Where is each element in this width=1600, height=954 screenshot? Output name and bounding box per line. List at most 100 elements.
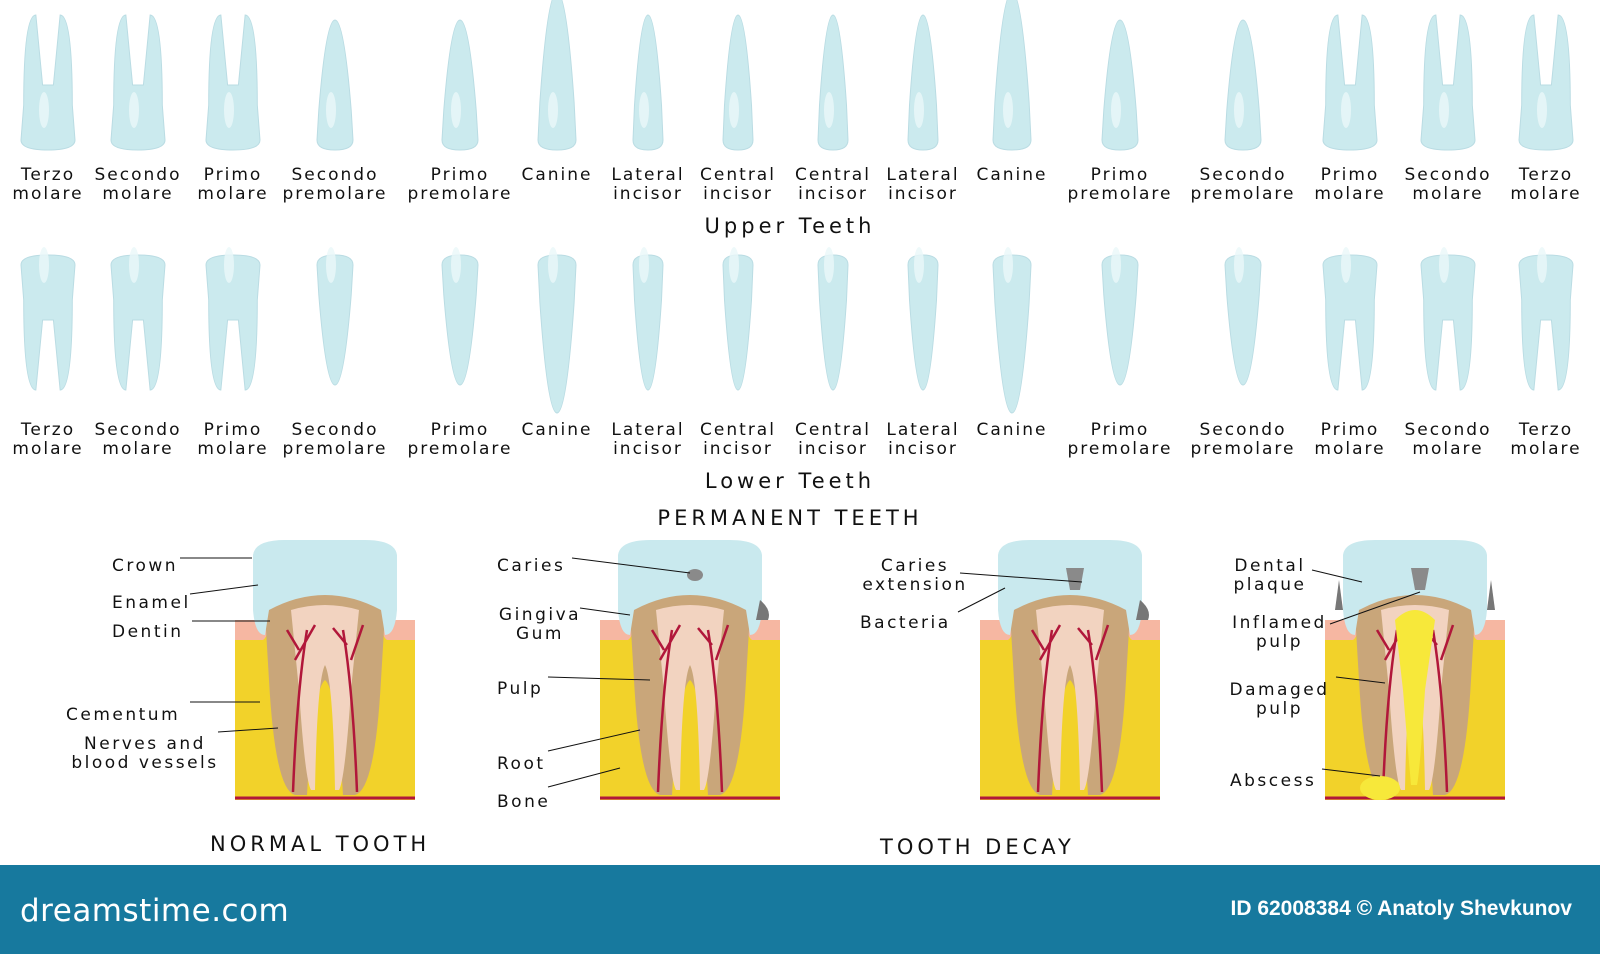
upper-label-5-line1: Primo xyxy=(430,165,490,185)
upper-label-3-line1: Primo xyxy=(203,165,263,185)
upper-label-9-line1: Central xyxy=(795,165,871,185)
lower-label-11: Canine xyxy=(952,421,1072,440)
lower-teeth-title: Lower Teeth xyxy=(704,469,876,493)
caries xyxy=(687,569,703,581)
tooth-decay-caption: TOOTH DECAY xyxy=(880,835,1075,859)
upper-tooth-10 xyxy=(907,14,939,151)
upper-label-7-line2: incisor xyxy=(613,184,683,204)
leader-line-13 xyxy=(1311,569,1363,583)
upper-label-10-line1: Lateral xyxy=(886,165,960,185)
upper-tooth-16-shine xyxy=(1537,92,1547,128)
label-gingiva-line1: Gingiva xyxy=(498,605,582,625)
upper-tooth-4-shine xyxy=(326,92,336,128)
lower-label-10-line1: Lateral xyxy=(886,420,960,440)
label-crown: Crown xyxy=(112,556,179,576)
lower-tooth-9-shine xyxy=(824,247,834,283)
inflamed-pulp xyxy=(1395,610,1435,785)
lower-label-16-line2: molare xyxy=(1510,439,1582,459)
label-damaged-pulp: Damaged pulp xyxy=(1222,681,1337,719)
image-credit: ID 62008384 © Anatoly Shevkunov xyxy=(1230,897,1572,920)
lower-label-10-line2: incisor xyxy=(888,439,958,459)
lower-label-1-line2: molare xyxy=(12,439,84,459)
leader-line-15 xyxy=(1335,676,1386,684)
upper-tooth-3 xyxy=(205,14,261,151)
upper-label-16-line2: molare xyxy=(1510,184,1582,204)
upper-label-7-line1: Lateral xyxy=(611,165,685,185)
lower-label-5-line2: premolare xyxy=(407,439,513,459)
upper-label-6-line1: Canine xyxy=(521,165,593,185)
lower-tooth-16-shine xyxy=(1537,247,1547,283)
label-inflamed-pulp-line1: Inflamed xyxy=(1232,613,1327,633)
upper-label-1-line2: molare xyxy=(12,184,84,204)
lower-teeth-row xyxy=(0,245,1600,415)
cross-section-3 xyxy=(980,540,1160,800)
pulp xyxy=(291,605,359,790)
upper-label-1-line1: Terzo xyxy=(20,165,76,185)
label-gingiva: Gingiva Gum xyxy=(490,606,590,644)
enamel xyxy=(253,540,397,635)
label-dental-plaque: Dental plaque xyxy=(1220,557,1320,595)
lower-tooth-5-shine xyxy=(451,247,461,283)
lower-label-2-line2: molare xyxy=(102,439,174,459)
label-pulp: Pulp xyxy=(497,679,544,699)
upper-tooth-16 xyxy=(1518,14,1574,151)
upper-tooth-5-shine xyxy=(451,92,461,128)
label-nerves: Nerves and blood vessels xyxy=(60,735,230,773)
lower-label-11-line1: Canine xyxy=(976,420,1048,440)
nerves-vessels xyxy=(1375,624,1455,793)
lower-tooth-14-shine xyxy=(1341,247,1351,283)
lower-label-15-line2: molare xyxy=(1412,439,1484,459)
upper-label-12-line1: Primo xyxy=(1090,165,1150,185)
lower-label-3-line2: molare xyxy=(197,439,269,459)
lower-label-15-line1: Secondo xyxy=(1404,420,1492,440)
lower-label-13-line1: Secondo xyxy=(1199,420,1287,440)
cross-section-2 xyxy=(600,540,780,800)
lower-label-4-line2: premolare xyxy=(282,439,388,459)
cross-section-4 xyxy=(1325,540,1505,800)
label-dentin: Dentin xyxy=(112,622,184,642)
lower-label-7-line2: incisor xyxy=(613,439,683,459)
upper-tooth-11 xyxy=(992,0,1032,151)
lower-tooth-6 xyxy=(537,254,577,414)
nerves-vessels xyxy=(650,624,730,793)
caries-extension xyxy=(1411,568,1429,590)
upper-tooth-5 xyxy=(441,19,479,151)
upper-tooth-7 xyxy=(632,14,664,151)
upper-tooth-8-shine xyxy=(729,92,739,128)
label-inflamed-pulp: Inflamed pulp xyxy=(1222,614,1337,652)
lower-label-9-line1: Central xyxy=(795,420,871,440)
upper-tooth-10-shine xyxy=(914,92,924,128)
lower-label-2-line1: Secondo xyxy=(94,420,182,440)
leader-line-6 xyxy=(571,557,691,574)
leader-line-9 xyxy=(547,729,641,752)
upper-tooth-12 xyxy=(1101,19,1139,151)
leader-line-12 xyxy=(957,587,1006,613)
label-bone: Bone xyxy=(497,792,551,812)
upper-label-13-line1: Secondo xyxy=(1199,165,1287,185)
label-nerves-line2: blood vessels xyxy=(71,753,219,773)
lower-label-8-line1: Central xyxy=(700,420,776,440)
label-nerves-line1: Nerves and xyxy=(84,734,206,754)
label-damaged-pulp-line1: Damaged xyxy=(1229,680,1330,700)
upper-tooth-4 xyxy=(316,19,354,151)
lower-label-12-line1: Primo xyxy=(1090,420,1150,440)
upper-label-2-line2: molare xyxy=(102,184,174,204)
upper-tooth-13 xyxy=(1224,19,1262,151)
tooth-cross-sections xyxy=(180,540,1505,800)
upper-label-9-line2: incisor xyxy=(798,184,868,204)
lower-teeth-illustration xyxy=(20,247,1574,414)
lower-tooth-2-shine xyxy=(129,247,139,283)
label-inflamed-pulp-line2: pulp xyxy=(1255,632,1304,652)
upper-teeth-illustration xyxy=(20,0,1574,151)
